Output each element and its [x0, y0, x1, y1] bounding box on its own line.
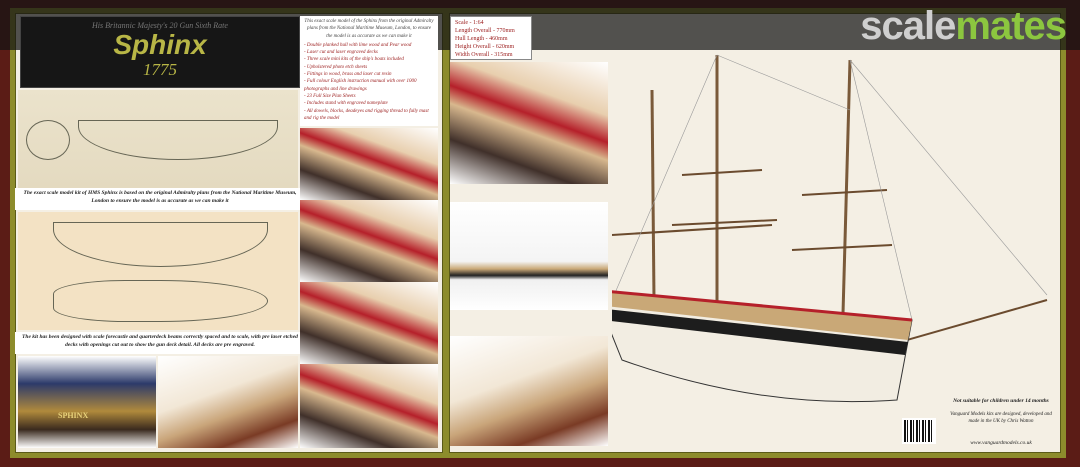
- title-box: His Britannic Majesty's 20 Gun Sixth Rat…: [20, 16, 300, 88]
- stern-nameplate: SPHINX: [58, 411, 89, 420]
- logo-part1: scale: [860, 4, 956, 48]
- website-text: www.vanguardmodels.co.uk: [970, 440, 1032, 446]
- ship-deck-photo: [450, 62, 608, 184]
- ship-side-photo: [450, 202, 608, 310]
- spec-item: Length Overall - 770mm: [455, 28, 515, 34]
- hull-plan-drawing: [18, 212, 298, 330]
- scalemates-logo: scalemates: [860, 4, 1067, 49]
- ship-year: 1775: [143, 60, 177, 79]
- gundeck-photo-4: [300, 364, 438, 448]
- feature-item: - Laser cut and laser engraved decks: [304, 50, 378, 56]
- spec-item: Scale - 1:64: [455, 20, 484, 26]
- spec-item: Height Overall - 620mm: [455, 44, 515, 50]
- feature-item: - Fittings in wood, brass and laser cut …: [304, 72, 392, 78]
- gundeck-photo-2: [300, 200, 438, 282]
- deck-photo: [158, 356, 298, 448]
- feature-item: - Three scale mini kits of the ship's bo…: [304, 57, 404, 63]
- plans-caption: The exact scale model kit of HMS Sphinx …: [15, 188, 305, 210]
- brig-model-illustration: [612, 54, 1048, 403]
- feature-item: - Double planked hull with lime wood and…: [304, 42, 412, 48]
- feature-item: - Includes stand with engraved nameplate: [304, 101, 388, 107]
- gundeck-photo-3: [300, 282, 438, 364]
- feature-item: - Full colour English instruction manual…: [304, 79, 417, 92]
- features-intro: This exact scale model of the Sphinx fro…: [304, 19, 434, 39]
- design-caption: The kit has been designed with scale for…: [15, 332, 305, 354]
- ship-name: Sphinx: [113, 29, 207, 60]
- admiralty-plan-image: [18, 90, 298, 188]
- feature-item: - All dowels, blocks, deadeyes and riggi…: [304, 108, 429, 121]
- stern-photo: SPHINX: [18, 356, 156, 448]
- spec-item: Width Overall - 315mm: [455, 52, 513, 58]
- title-subtitle: His Britannic Majesty's 20 Gun Sixth Rat…: [92, 21, 228, 30]
- gundeck-photo-1: [300, 128, 438, 200]
- feature-item: - 23 Full Size Plan Sheets: [304, 93, 356, 99]
- barcode: [902, 418, 936, 444]
- logo-part2: mates: [955, 4, 1067, 48]
- spec-item: Hull Length - 460mm: [455, 36, 508, 42]
- features-list: This exact scale model of the Sphinx fro…: [300, 16, 438, 126]
- main-ship-photo: [612, 50, 1060, 450]
- feature-item: - Upholstered photo etch sheets: [304, 64, 368, 70]
- age-warning: Not suitable for children under 14 month…: [953, 398, 1049, 404]
- specs-box: Scale - 1:64 Length Overall - 770mm Hull…: [450, 16, 532, 60]
- manufacturer-credit: Vanguard Models kits are designed, devel…: [950, 412, 1052, 424]
- ship-bow-photo: [450, 336, 608, 446]
